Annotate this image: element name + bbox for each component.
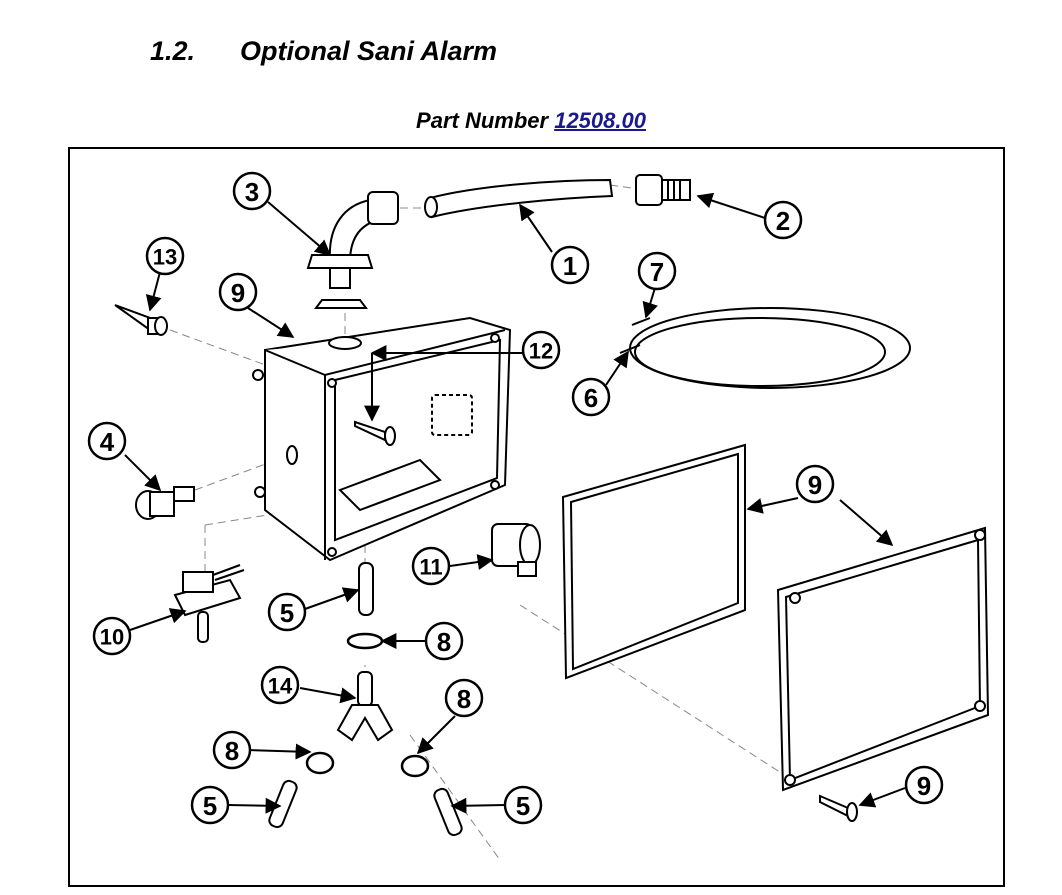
callout-9-box: 9: [231, 278, 245, 308]
callout-10: 10: [100, 625, 124, 650]
hose-part: [424, 178, 614, 219]
probe-part: [114, 304, 168, 336]
indicator-light-part: [135, 486, 195, 520]
y-fitting-part: [336, 671, 394, 742]
part-number-line: Part Number 12508.00: [0, 108, 1062, 134]
diagram-frame: [68, 147, 1005, 887]
callout-12: 12: [529, 339, 553, 364]
callout-13: 13: [153, 245, 177, 270]
callout-6: 6: [584, 383, 598, 413]
callout-4: 4: [100, 427, 115, 457]
section-heading: 1.2. Optional Sani Alarm: [150, 36, 497, 67]
callout-5-right: 5: [516, 791, 530, 821]
callout-5-left: 5: [203, 791, 217, 821]
callout-9-gasket: 9: [808, 470, 822, 500]
callout-8-top: 8: [437, 627, 451, 657]
wire-part: [619, 307, 911, 389]
screw-part: [354, 420, 396, 446]
callout-circles: [87, 171, 944, 825]
section-number: 1.2.: [150, 36, 196, 66]
callout-leaders: [124, 192, 906, 814]
cover-screw-part: [819, 794, 858, 822]
callout-9-screw: 9: [917, 771, 931, 801]
callout-1: 1: [563, 251, 577, 281]
pressure-switch-part: [173, 564, 245, 643]
section-title: Optional Sani Alarm: [240, 36, 498, 66]
gasket-part: [561, 443, 746, 680]
buzzer-part: [491, 523, 541, 577]
elbow-fitting-part: [306, 191, 399, 309]
callout-8-right: 8: [457, 684, 471, 714]
part-number-link[interactable]: 12508.00: [554, 108, 646, 133]
callout-11: 11: [419, 555, 442, 580]
fitting-part: [635, 174, 691, 206]
clamp-parts: [305, 632, 430, 778]
cover-part: [776, 526, 990, 792]
callout-7: 7: [650, 257, 664, 287]
callout-2: 2: [776, 206, 790, 236]
part-number-label: Part Number: [416, 108, 549, 133]
callout-5-top: 5: [280, 598, 294, 628]
callout-8-left: 8: [225, 736, 239, 766]
callout-14: 14: [268, 674, 293, 699]
callout-3: 3: [245, 177, 259, 207]
